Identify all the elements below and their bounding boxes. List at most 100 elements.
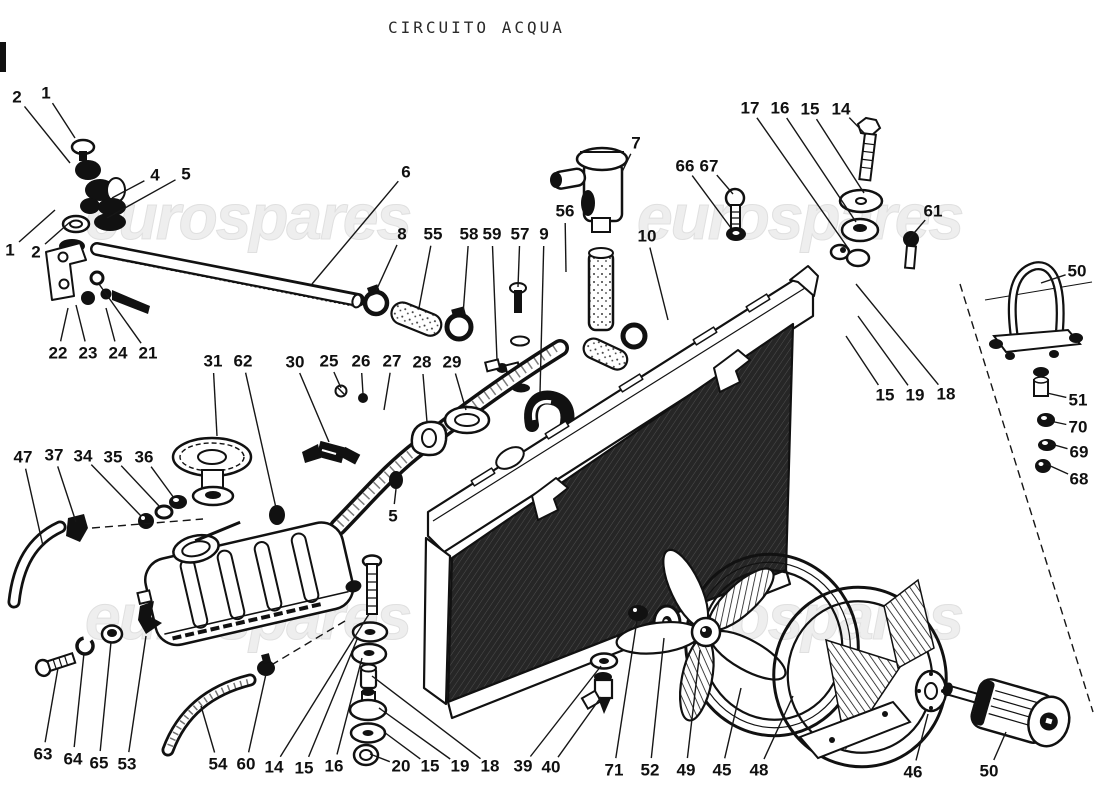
leader-line-15 <box>815 118 865 194</box>
leader-line-5 <box>106 179 176 219</box>
leader-line-63 <box>44 667 59 743</box>
hose-and-clamp-set <box>362 247 648 435</box>
leader-line-24 <box>105 307 116 342</box>
filler-neck <box>550 146 629 233</box>
leader-line-4 <box>111 180 145 199</box>
leader-line-37 <box>57 466 77 523</box>
leader-line-9 <box>539 245 545 394</box>
cap-sender-hose-group <box>171 339 569 536</box>
leader-line-20 <box>369 753 391 763</box>
hose-54 <box>161 673 257 757</box>
page-title: CIRCUITO ACQUA <box>388 18 565 37</box>
fan-assembly <box>615 548 1071 769</box>
water-pipe <box>90 242 365 309</box>
leader-line-52 <box>650 637 665 759</box>
leader-line-56 <box>564 222 567 273</box>
grommet-5 <box>389 471 403 489</box>
rubber-70 <box>1037 413 1055 427</box>
fan-shroud-48 <box>772 585 948 769</box>
leader-line-50 <box>993 731 1007 761</box>
leader-line-48 <box>763 695 794 760</box>
leader-line-17 <box>756 117 849 249</box>
leader-line-14 <box>848 117 867 136</box>
leader-line-51 <box>1046 392 1067 399</box>
leader-line-10 <box>649 247 669 321</box>
leader-line-1 <box>51 102 76 139</box>
leader-line-8 <box>375 244 398 292</box>
leader-line-29 <box>454 373 467 411</box>
bolt-63 <box>34 652 77 678</box>
leader-line-15 <box>307 636 359 758</box>
leader-line-27 <box>383 372 391 411</box>
leader-line-35 <box>120 465 161 508</box>
leader-line-26 <box>361 372 364 395</box>
leader-line-1 <box>18 209 56 243</box>
dashed-reference-lines <box>91 283 1094 713</box>
leader-line-7 <box>621 153 632 173</box>
watermark-top-left: eurospares <box>84 181 412 254</box>
leader-line-39 <box>529 665 602 757</box>
leader-line-19 <box>857 315 909 386</box>
leader-line-2 <box>44 221 71 245</box>
tank-fittings <box>66 495 187 542</box>
overflow-tube <box>587 250 615 332</box>
leader-line-65 <box>99 641 112 752</box>
leader-line-40 <box>557 696 602 758</box>
leader-line-59 <box>491 245 498 361</box>
leader-line-47 <box>24 468 44 547</box>
leader-line-18 <box>371 675 481 760</box>
leader-line-14 <box>279 613 370 758</box>
bolt-61 <box>903 231 919 247</box>
leader-line-21 <box>98 283 142 344</box>
radiator-bracket <box>713 349 751 393</box>
tank-serial-marks <box>172 602 322 641</box>
fan-blade-52 <box>615 548 787 722</box>
expansion-tank <box>136 520 362 647</box>
cap-29 <box>443 405 491 435</box>
leader-line-57 <box>517 245 521 288</box>
leader-line-6 <box>311 180 399 285</box>
page-edge-mark <box>0 42 6 72</box>
leader-line-58 <box>462 245 469 316</box>
leader-line-68 <box>1045 463 1069 475</box>
leader-line-54 <box>200 705 216 753</box>
leader-line-46 <box>915 713 929 761</box>
leader-line-23 <box>75 304 86 342</box>
leader-line-5 <box>393 488 397 505</box>
leader-line-53 <box>128 635 147 753</box>
fan-motor-50 <box>942 678 1071 748</box>
leader-line-70 <box>1049 420 1067 426</box>
grommet-71 <box>628 605 648 621</box>
leader-line-15 <box>845 335 879 386</box>
clip-60 <box>257 660 275 676</box>
leader-line-22 <box>59 307 69 342</box>
leader-line-61 <box>907 219 926 241</box>
leader-lines <box>18 102 1069 763</box>
rubber-68 <box>1035 459 1051 473</box>
leader-line-62 <box>244 372 277 509</box>
clip-53 <box>138 601 162 634</box>
leader-line-2 <box>23 105 71 164</box>
leader-line-16 <box>336 657 363 755</box>
leader-line-16 <box>786 117 857 223</box>
thermostat-union-assembly <box>45 138 150 314</box>
leader-line-36 <box>150 466 175 499</box>
leader-line-34 <box>90 464 142 517</box>
elbow-bolt <box>724 187 746 241</box>
leader-line-25 <box>333 371 342 389</box>
radiator-filler-seat <box>495 446 525 470</box>
leader-line-66 <box>691 175 732 229</box>
leader-line-49 <box>686 649 701 759</box>
leader-line-67 <box>716 174 734 195</box>
leader-line-55 <box>418 245 432 309</box>
leader-line-50 <box>1040 274 1066 284</box>
leader-line-45 <box>724 687 742 759</box>
leader-line-15 <box>383 731 421 760</box>
leader-line-69 <box>1050 443 1068 450</box>
mount-bolt-stack <box>829 116 919 270</box>
leader-line-60 <box>247 673 267 753</box>
leader-line-28 <box>422 373 428 423</box>
shackle-mount-group <box>984 261 1093 473</box>
